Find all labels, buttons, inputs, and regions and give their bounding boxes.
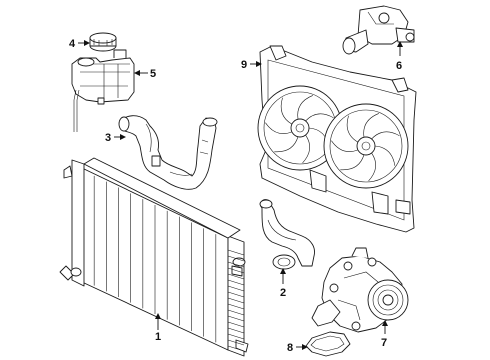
callout-7: 7 bbox=[381, 337, 387, 349]
callout-1: 1 bbox=[155, 331, 161, 343]
callout-6: 6 bbox=[396, 60, 402, 72]
callout-leaders bbox=[78, 40, 403, 350]
thermostat-housing bbox=[342, 5, 415, 55]
water-pump-gasket bbox=[305, 331, 351, 357]
fan-shroud-assembly bbox=[257, 45, 417, 233]
callout-4: 4 bbox=[69, 38, 76, 50]
water-pump bbox=[311, 247, 409, 333]
lower-radiator-hose bbox=[259, 199, 315, 270]
callout-5: 5 bbox=[150, 68, 156, 80]
callout-numbers: 4 5 3 9 6 1 2 7 8 bbox=[69, 38, 402, 354]
radiator bbox=[59, 157, 249, 357]
coolant-reservoir bbox=[71, 49, 135, 132]
reservoir-cap bbox=[89, 32, 117, 52]
callout-2: 2 bbox=[280, 287, 286, 299]
callout-9: 9 bbox=[241, 59, 247, 71]
callout-3: 3 bbox=[105, 132, 111, 144]
callout-8: 8 bbox=[287, 342, 293, 354]
upper-radiator-hose bbox=[118, 115, 218, 190]
